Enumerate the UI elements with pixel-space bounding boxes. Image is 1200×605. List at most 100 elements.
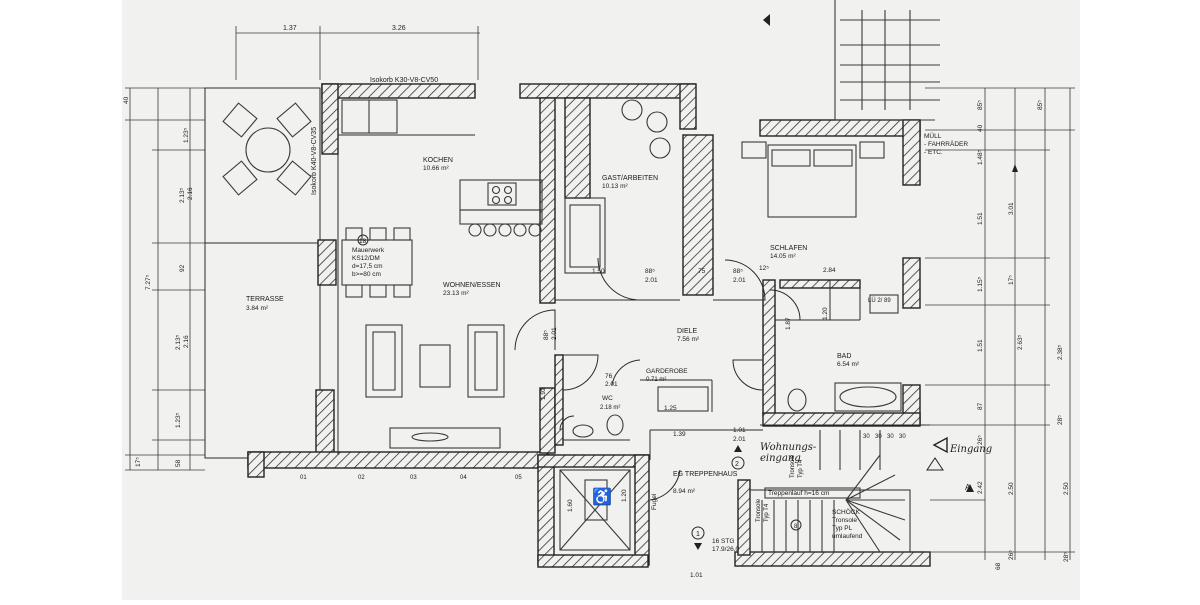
room-gast-area: 10.13 m² — [602, 183, 628, 190]
isokorb-side-label: Isokorb K40-V8-CV35 — [311, 127, 318, 195]
marker-8-label: 8 — [794, 524, 798, 530]
dim-left-123-top: 1.23⁵ — [183, 127, 190, 143]
dim-door2-bottom: 2.01 — [733, 277, 746, 284]
dim-entry-top: 1.01 — [733, 427, 746, 434]
room-diele-name: DIELE — [677, 328, 698, 335]
dim-left-727: 7.27⁵ — [145, 274, 152, 290]
marker-2-label: 2 — [735, 461, 739, 468]
stg-line-1: 16 STG — [712, 538, 734, 545]
room-wohnen-name: WOHNEN/ESSEN — [443, 282, 501, 289]
room-treppenhaus-area: 8.94 m² — [673, 488, 696, 495]
dim-right-85-outer: 85⁵ — [1037, 100, 1044, 110]
tronsole-right-2: Typ T4 — [798, 459, 804, 478]
room-kochen-name: KOCHEN — [423, 157, 453, 164]
dim-wc-192: 1.92 — [540, 387, 547, 400]
dim-right-40: 40 — [977, 124, 984, 132]
dim-diele-139: 1.39 — [673, 431, 686, 438]
dim-right-250-b: 2.50 — [1063, 482, 1070, 495]
room-wc-area: 2.18 m² — [600, 405, 620, 411]
dim-top-2: 3.26 — [392, 25, 406, 32]
dim-left-58: 58 — [175, 459, 182, 467]
tronsole-right-1: Tronsole — [790, 454, 796, 478]
dim-gard-top: 76 — [605, 373, 613, 380]
dim-lift-160: 1.60 — [567, 499, 574, 512]
mauerwerk-marker — [357, 234, 369, 246]
dim-left-123-bottom: 1.23⁵ — [175, 412, 182, 428]
dim-diele-door-top: 88⁵ — [543, 330, 550, 340]
dim-door2-right: 12⁵ — [759, 265, 769, 272]
dim-stair-30-2: 30 — [875, 434, 882, 440]
interior-lines — [337, 98, 930, 460]
marker-2-arrow — [734, 445, 742, 452]
handwritten-eingang-arrow: Eingang — [949, 444, 992, 455]
dim-right-151-top: 1.51 — [977, 212, 984, 225]
top-dimension-chain — [235, 26, 480, 80]
kitchen-island — [459, 179, 543, 237]
marker-2 — [731, 456, 745, 470]
accessible-icon: ♿ — [592, 487, 612, 506]
marker-a-label: A — [965, 483, 971, 492]
dim-door2-top: 88⁵ — [733, 268, 743, 275]
walls — [247, 83, 931, 568]
dim-lift-120: 1.20 — [621, 489, 628, 502]
room-garderobe-name: GARDEROBE — [646, 368, 688, 375]
dim-left-216-bottom: 2.16 — [183, 335, 190, 348]
section-marker — [926, 457, 944, 471]
dim-left-40: 40 — [123, 96, 130, 104]
dim-opening-75: 75 — [698, 268, 706, 275]
dim-right-242: 2.42 — [977, 481, 984, 494]
dim-gard-bottom: 2.01 — [605, 381, 618, 388]
muell-label-3: - ETC. — [924, 149, 943, 156]
room-gast-name: GAST/ARBEITEN — [602, 175, 658, 182]
muell-label-1: MÜLL — [924, 132, 942, 140]
dim-stair-30-1: 30 — [863, 434, 870, 440]
dim-bath-120: 1.20 — [822, 307, 829, 320]
dim-gard-125: 1.25 — [664, 405, 677, 412]
dim-diele-door-bottom: 2.01 — [551, 327, 558, 340]
dining-table — [341, 227, 413, 298]
dim-door1-top: 88⁵ — [645, 268, 655, 275]
mauerwerk-line-2: KS12/DM — [352, 255, 380, 262]
room-kochen-area: 10.66 m² — [423, 165, 449, 172]
door-swings — [514, 257, 801, 501]
room-wohnen-area: 23.13 m² — [443, 290, 469, 297]
room-garderobe-area: 0.71 m² — [646, 377, 666, 383]
living-furniture — [365, 324, 505, 449]
mauerwerk-line-4: b>=80 cm — [352, 271, 381, 278]
dim-right-26-bottom: 26⁵ — [1008, 550, 1015, 560]
mauerwerk-line-1: Mauerwerk — [352, 247, 385, 254]
dim-stair-30-4: 30 — [899, 434, 906, 440]
dim-left-17: 17⁵ — [135, 457, 142, 467]
stg-line-2: 17.9/26.0 — [712, 546, 739, 553]
dim-right-250-a: 2.50 — [1008, 482, 1015, 495]
dim-gast-150: 1.50 — [592, 268, 605, 275]
right-dimension-chains — [925, 87, 1075, 560]
marker-1-arrow — [694, 543, 702, 550]
dim-right-26-top: 26⁵ — [977, 435, 984, 445]
dim-right-301: 3.01 — [1008, 202, 1015, 215]
room-terrasse-name: TERRASSE — [246, 296, 284, 303]
muell-label-2: - FAHRRÄDER — [924, 140, 968, 148]
room-treppenhaus-name: EG TREPPENHAUS — [673, 471, 738, 478]
bed — [741, 141, 885, 218]
dim-left-213-top: 2.13⁵ — [179, 187, 186, 203]
left-dimension-chains — [125, 87, 205, 471]
gast-furniture — [621, 99, 671, 159]
handwritten-eingang: eingang — [760, 453, 801, 464]
dim-right-238: 2.38⁵ — [1057, 344, 1064, 360]
dim-right-85-top: 85⁵ — [977, 100, 984, 110]
room-terrasse-area: 3.84 m² — [246, 305, 269, 312]
fugel-label: Fugel — [651, 493, 658, 510]
bicycle-stand — [834, 0, 940, 121]
handwritten-wohnungs: Wohnungs- — [760, 442, 817, 453]
room-bad-area: 6.54 m² — [837, 361, 860, 368]
schoeck-line-1: SCHÖCK — [832, 508, 860, 516]
room-schlafen-name: SCHLAFEN — [770, 245, 807, 252]
mauerwerk-number: 18 — [359, 238, 367, 245]
dim-right-263: 2.63⁵ — [1017, 334, 1024, 350]
dim-right-148: 1.48⁵ — [977, 149, 984, 165]
dim-entry-bottom: 2.01 — [733, 436, 746, 443]
wall-number-3: 03 — [410, 475, 417, 481]
marker-1-label: 1 — [696, 531, 700, 538]
